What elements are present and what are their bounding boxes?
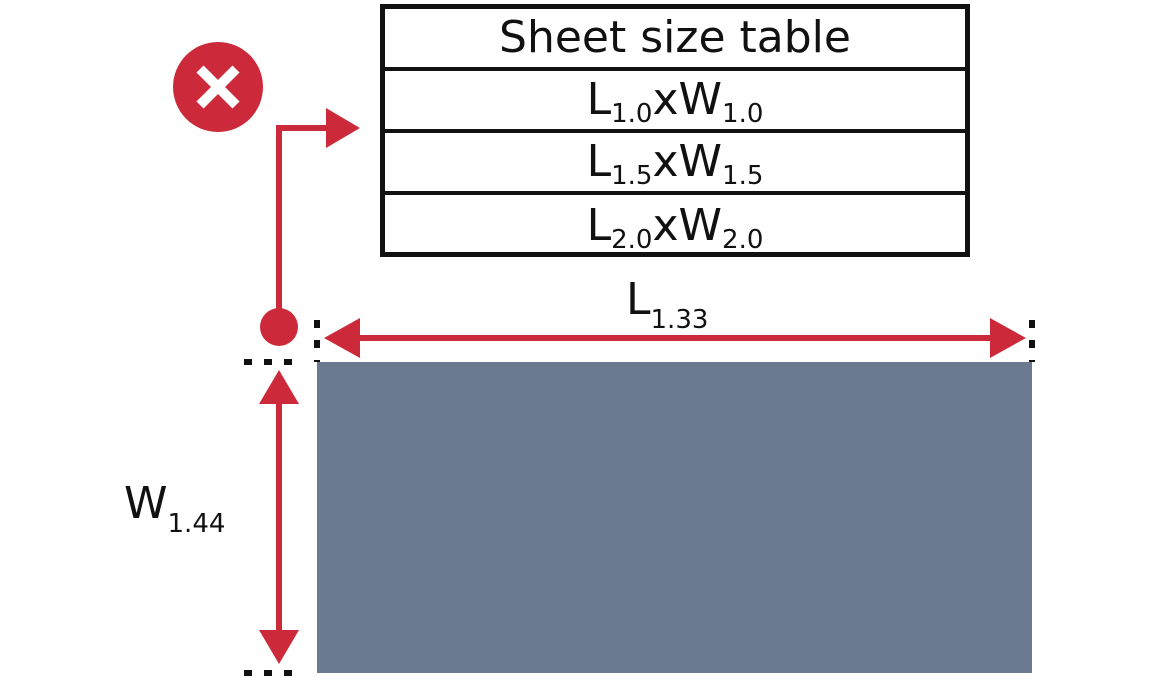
leader-line <box>276 125 330 325</box>
extension-guides <box>244 320 1035 676</box>
width-label: W1.44 <box>124 478 226 539</box>
table-title: Sheet size table <box>385 9 965 71</box>
leader-arrowhead <box>326 108 360 148</box>
sheet <box>317 362 1032 673</box>
length-arrowhead-right <box>990 318 1026 358</box>
table-title-text: Sheet size table <box>499 12 851 63</box>
anchor-dot <box>260 308 298 346</box>
error-badge <box>173 42 263 132</box>
length-arrowhead-left <box>324 318 360 358</box>
width-arrowhead-bottom <box>259 630 299 664</box>
close-icon <box>173 42 263 132</box>
length-label: L1.33 <box>626 274 709 335</box>
width-arrowhead-top <box>259 370 299 404</box>
